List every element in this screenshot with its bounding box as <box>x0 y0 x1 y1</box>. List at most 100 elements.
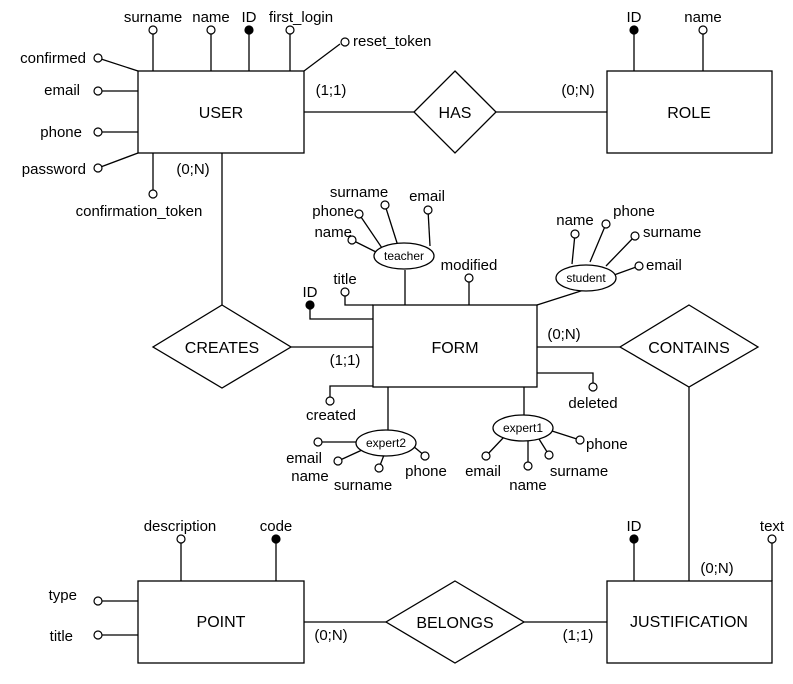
cardinality-user-has: (1;1) <box>316 82 347 99</box>
attr-user-surname: surname <box>124 9 182 26</box>
attr-marker-student-phone <box>601 219 611 229</box>
entity-role-label: ROLE <box>667 105 711 122</box>
attr-user-phone: phone <box>40 124 82 141</box>
attr-expert1-name: name <box>509 477 547 494</box>
attr-marker-user-reset-token <box>340 37 350 47</box>
attr-marker-student-surname <box>630 231 640 241</box>
attr-form-deleted: deleted <box>568 395 617 412</box>
attr-user-confirmation-token: confirmation_token <box>76 203 203 220</box>
attribute-labels: surname name ID first_login reset_token … <box>20 9 785 645</box>
relationship-creates: CREATES <box>151 304 293 389</box>
composite-teacher: teacher <box>373 242 435 270</box>
cardinality-justification-contains: (0;N) <box>700 560 733 577</box>
relationship-lines <box>221 111 690 623</box>
attr-form-title: title <box>333 271 356 288</box>
composite-teacher-label: teacher <box>384 249 424 263</box>
attr-marker-expert2-phone <box>420 451 430 461</box>
attr-marker-user-password <box>93 163 103 173</box>
attr-point-description: description <box>144 518 217 535</box>
attribute-markers <box>93 25 777 640</box>
attr-marker-teacher-surname <box>380 200 390 210</box>
cardinality-point-belongs: (0;N) <box>314 627 347 644</box>
key-marker-role-id <box>629 25 639 35</box>
entity-role: ROLE <box>606 70 773 154</box>
composite-expert2: expert2 <box>355 429 417 457</box>
attr-student-name: name <box>556 212 594 229</box>
attr-student-email: email <box>646 257 682 274</box>
attr-expert1-email: email <box>465 463 501 480</box>
entity-justification: JUSTIFICATION <box>606 580 773 664</box>
attr-marker-expert1-email <box>481 451 491 461</box>
composite-expert2-label: expert2 <box>366 436 406 450</box>
attr-marker-expert1-name <box>523 461 533 471</box>
attr-marker-teacher-phone <box>354 209 364 219</box>
attr-expert2-surname: surname <box>334 477 392 494</box>
attr-role-name: name <box>684 9 722 26</box>
attr-point-code: code <box>260 518 293 535</box>
relationship-has-label: HAS <box>439 105 472 122</box>
composite-student-label: student <box>566 271 606 285</box>
key-marker-form-id <box>305 300 315 310</box>
attr-marker-user-confirmation-token <box>148 189 158 199</box>
attr-marker-student-email <box>634 261 644 271</box>
entity-form-label: FORM <box>431 340 478 357</box>
attr-form-modified: modified <box>441 257 498 274</box>
composite-expert1-label: expert1 <box>503 421 543 435</box>
entity-point-label: POINT <box>197 614 246 631</box>
attr-marker-expert1-surname <box>544 450 554 460</box>
attr-marker-role-name <box>698 25 708 35</box>
attr-form-id: ID <box>303 284 318 301</box>
attr-user-id: ID <box>242 9 257 26</box>
entity-user-label: USER <box>199 105 243 122</box>
attr-marker-user-name <box>206 25 216 35</box>
cardinality-form-contains: (0;N) <box>547 326 580 343</box>
attr-marker-expert2-surname <box>374 463 384 473</box>
entity-justification-label: JUSTIFICATION <box>630 614 748 631</box>
attr-marker-expert1-phone <box>575 435 585 445</box>
attr-student-phone: phone <box>613 203 655 220</box>
attr-marker-point-title <box>93 630 103 640</box>
attr-marker-user-email <box>93 86 103 96</box>
attr-expert2-email: email <box>286 450 322 467</box>
attr-marker-user-surname <box>148 25 158 35</box>
attr-user-confirmed: confirmed <box>20 50 86 67</box>
attr-expert1-phone: phone <box>586 436 628 453</box>
composite-expert1: expert1 <box>492 414 554 442</box>
attr-marker-user-first-login <box>285 25 295 35</box>
attr-teacher-email: email <box>409 188 445 205</box>
attr-marker-user-phone <box>93 127 103 137</box>
attr-marker-justification-text <box>767 534 777 544</box>
key-marker-user-id <box>244 25 254 35</box>
attr-expert1-surname: surname <box>550 463 608 480</box>
attr-expert2-phone: phone <box>405 463 447 480</box>
relationship-contains: CONTAINS <box>618 304 760 388</box>
attr-teacher-name: name <box>314 224 352 241</box>
attr-justification-text: text <box>760 518 785 535</box>
attr-marker-user-confirmed <box>93 53 103 63</box>
attr-marker-point-description <box>176 534 186 544</box>
cardinality-role-has: (0;N) <box>561 82 594 99</box>
attr-role-id: ID <box>627 9 642 26</box>
attr-teacher-phone: phone <box>312 203 354 220</box>
attr-point-title: title <box>50 628 73 645</box>
attr-user-name: name <box>192 9 230 26</box>
attr-student-surname: surname <box>643 224 701 241</box>
key-marker-point-code <box>271 534 281 544</box>
attr-marker-expert2-email <box>313 437 323 447</box>
attr-marker-teacher-email <box>423 205 433 215</box>
attr-user-email: email <box>44 82 80 99</box>
attr-marker-student-name <box>570 229 580 239</box>
attr-marker-form-modified <box>464 273 474 283</box>
attr-user-reset-token: reset_token <box>353 33 431 50</box>
attr-expert2-name: name <box>291 468 329 485</box>
entity-point: POINT <box>137 580 305 664</box>
entity-form: FORM <box>372 304 538 388</box>
cardinality-user-creates: (0;N) <box>176 161 209 178</box>
attr-teacher-surname: surname <box>330 184 388 201</box>
entity-user: USER <box>137 70 305 154</box>
attr-form-created: created <box>306 407 356 424</box>
relationship-belongs-label: BELONGS <box>416 615 493 632</box>
attr-user-first-login: first_login <box>269 9 333 26</box>
attr-marker-point-type <box>93 596 103 606</box>
